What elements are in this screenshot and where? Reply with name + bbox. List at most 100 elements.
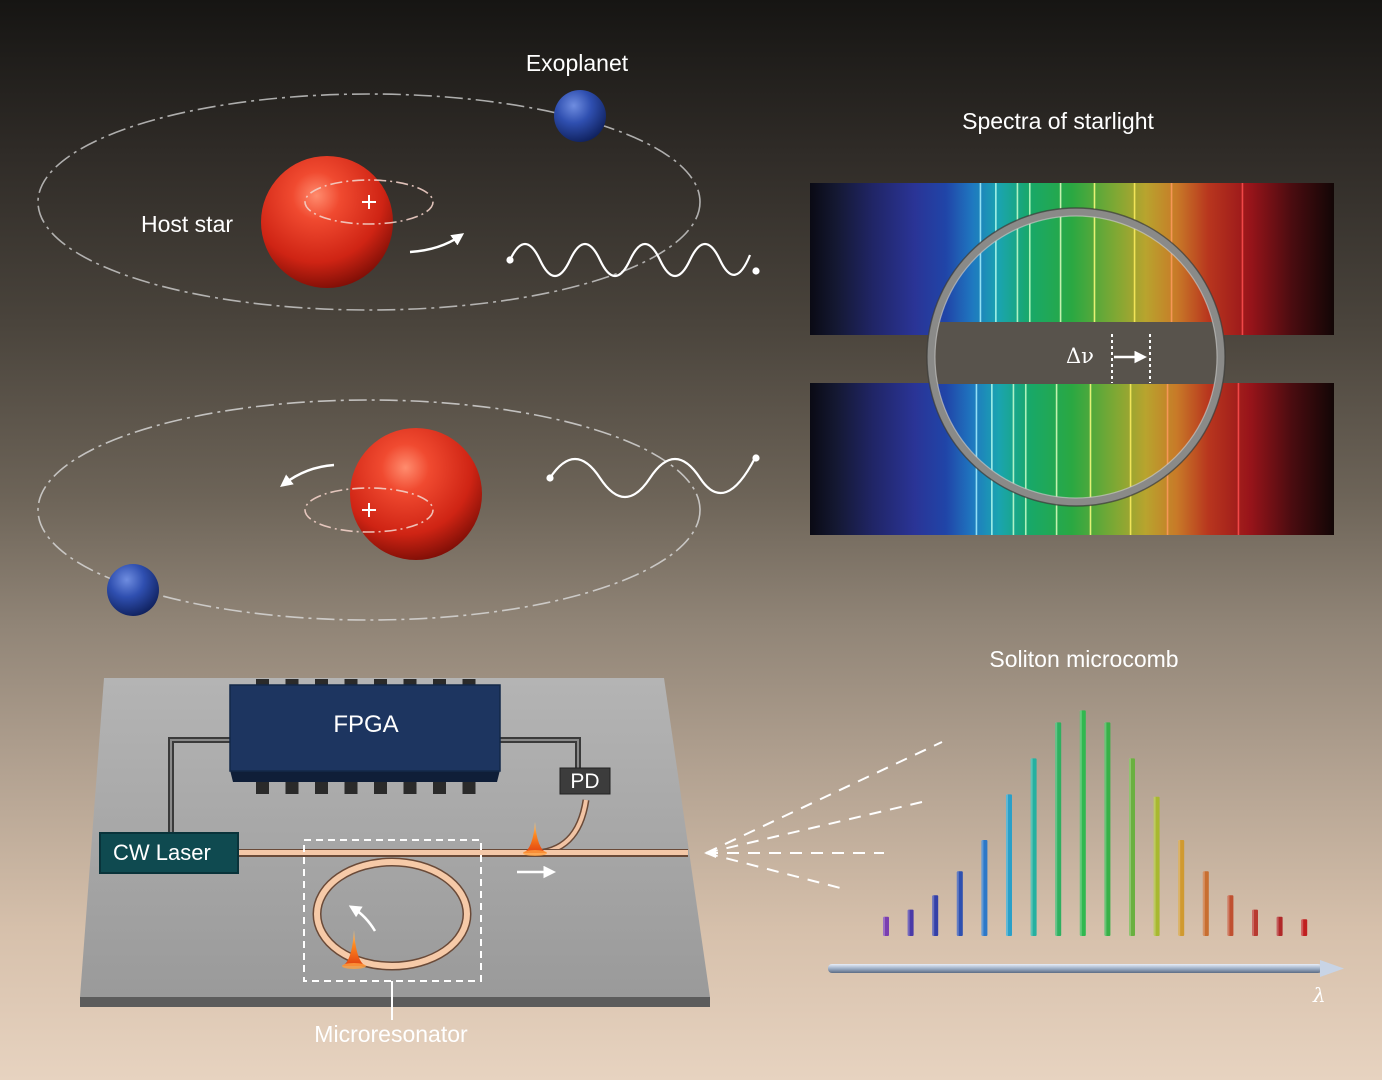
- output-fan-lines: [705, 741, 943, 891]
- light-wave-stretched: [549, 457, 756, 498]
- fpga-label: FPGA: [333, 711, 399, 738]
- fpga-chip-side: [230, 770, 500, 782]
- wave-end-dot: [546, 474, 554, 482]
- lambda-axis-label: λ: [1313, 983, 1326, 1007]
- comb-line: [1104, 722, 1111, 936]
- comb-line-highlight: [1227, 895, 1230, 936]
- comb-line: [1129, 758, 1135, 936]
- fpga-pin-top: [315, 679, 328, 687]
- fpga-pin-top: [285, 679, 299, 687]
- magnifier-gap: [931, 322, 1221, 384]
- comb-line: [1079, 710, 1086, 936]
- comb-line: [1030, 758, 1037, 936]
- orbit-scene-top: [37, 90, 760, 311]
- microcomb-bars: [883, 710, 1308, 936]
- comb-line-highlight: [1055, 722, 1058, 936]
- host-star-label: Host star: [141, 211, 234, 237]
- comb-line: [907, 909, 914, 936]
- exoplanet-label: Exoplanet: [525, 50, 629, 76]
- spectrum-strip-upper: [810, 183, 1334, 335]
- orbit-scene-bottom: [37, 399, 760, 621]
- comb-line: [1252, 909, 1258, 936]
- fpga-pin-top: [344, 679, 358, 687]
- comb-line-highlight: [1129, 758, 1131, 936]
- magnifier-lens: [927, 208, 1225, 506]
- host-star-top: [261, 156, 393, 288]
- comb-line-highlight: [1276, 916, 1279, 936]
- wave-end-dot: [752, 267, 760, 275]
- comb-line-highlight: [932, 895, 935, 936]
- pd-label: PD: [570, 770, 600, 793]
- comb-line: [981, 840, 988, 936]
- fpga-pin-top: [374, 679, 387, 687]
- comb-line: [883, 916, 889, 936]
- comb-line-highlight: [1079, 710, 1082, 936]
- fpga-pin-bottom: [315, 782, 328, 794]
- comb-line: [1153, 796, 1160, 936]
- output-arrowhead: [704, 848, 716, 858]
- photonic-chip: [80, 678, 710, 1020]
- exoplanet-top: [554, 90, 606, 142]
- ring-circulation-arrow: [348, 905, 377, 932]
- star-wobble-orbit-top: [304, 179, 434, 225]
- comb-line-highlight: [907, 909, 910, 936]
- star-motion-arrow-top: [409, 233, 465, 254]
- fpga-pin-top: [433, 679, 446, 687]
- spectrum-strip-lower: [810, 383, 1334, 535]
- fpga-pin-bottom: [403, 782, 417, 794]
- comb-line: [1178, 840, 1185, 936]
- comb-line-highlight: [1301, 919, 1304, 936]
- comb-line-highlight: [1153, 796, 1156, 936]
- exoplanet-bottom: [107, 564, 159, 616]
- fpga-pin-top: [256, 679, 269, 687]
- planet-orbit-bottom: [37, 399, 701, 621]
- absorption-lines-lower: [975, 383, 1240, 535]
- comb-line-highlight: [956, 871, 959, 936]
- comb-line-highlight: [981, 840, 984, 936]
- microresonator-highlight-box: [303, 839, 482, 982]
- comb-line: [1006, 794, 1012, 936]
- fpga-pin-bottom: [285, 782, 299, 794]
- comb-line-highlight: [1202, 871, 1205, 936]
- cw-laser-label: CW Laser: [113, 840, 211, 865]
- cw-laser-box: [99, 832, 239, 874]
- fpga-pin-top: [462, 679, 476, 687]
- fpga-pins: [256, 679, 476, 794]
- fpga-pin-bottom: [374, 782, 387, 794]
- fpga-pin-bottom: [256, 782, 269, 794]
- spectra-title: Spectra of starlight: [962, 108, 1154, 134]
- fpga-pin-bottom: [344, 782, 358, 794]
- planet-orbit-top: [37, 93, 701, 311]
- comb-line: [1276, 916, 1283, 936]
- microresonator-label: Microresonator: [314, 1021, 468, 1047]
- comb-line: [1301, 919, 1308, 936]
- fpga-pin-bottom: [462, 782, 476, 794]
- star-wobble-orbit-bottom: [304, 487, 434, 533]
- comb-line-highlight: [1006, 794, 1008, 936]
- comb-line: [1055, 722, 1062, 936]
- comb-line-highlight: [1252, 909, 1254, 936]
- wave-end-dot: [752, 454, 760, 462]
- comb-line: [956, 871, 963, 936]
- fpga-pin-bottom: [433, 782, 446, 794]
- soliton-microcomb-title: Soliton microcomb: [989, 646, 1179, 672]
- barycenter-marker-bottom: [362, 503, 376, 517]
- comb-line-highlight: [1104, 722, 1107, 936]
- wave-end-dot: [506, 256, 514, 264]
- wavelength-axis: [828, 960, 1344, 977]
- photodetector-box: [559, 767, 611, 795]
- comb-line-highlight: [883, 916, 885, 936]
- soliton-pulse-bus: [523, 822, 547, 853]
- star-motion-arrow-bottom: [280, 463, 335, 488]
- fpga-chip: [229, 684, 501, 772]
- spectra-panel: [810, 183, 1334, 535]
- barycenter-marker-top: [362, 195, 376, 209]
- comb-line-highlight: [1178, 840, 1181, 936]
- comb-line: [1227, 895, 1234, 936]
- comb-line: [932, 895, 939, 936]
- delta-nu-label: Δν: [1066, 344, 1094, 368]
- soliton-pulse-ring: [342, 930, 366, 966]
- chip-substrate-side: [80, 997, 710, 1007]
- light-wave-compressed: [509, 242, 752, 278]
